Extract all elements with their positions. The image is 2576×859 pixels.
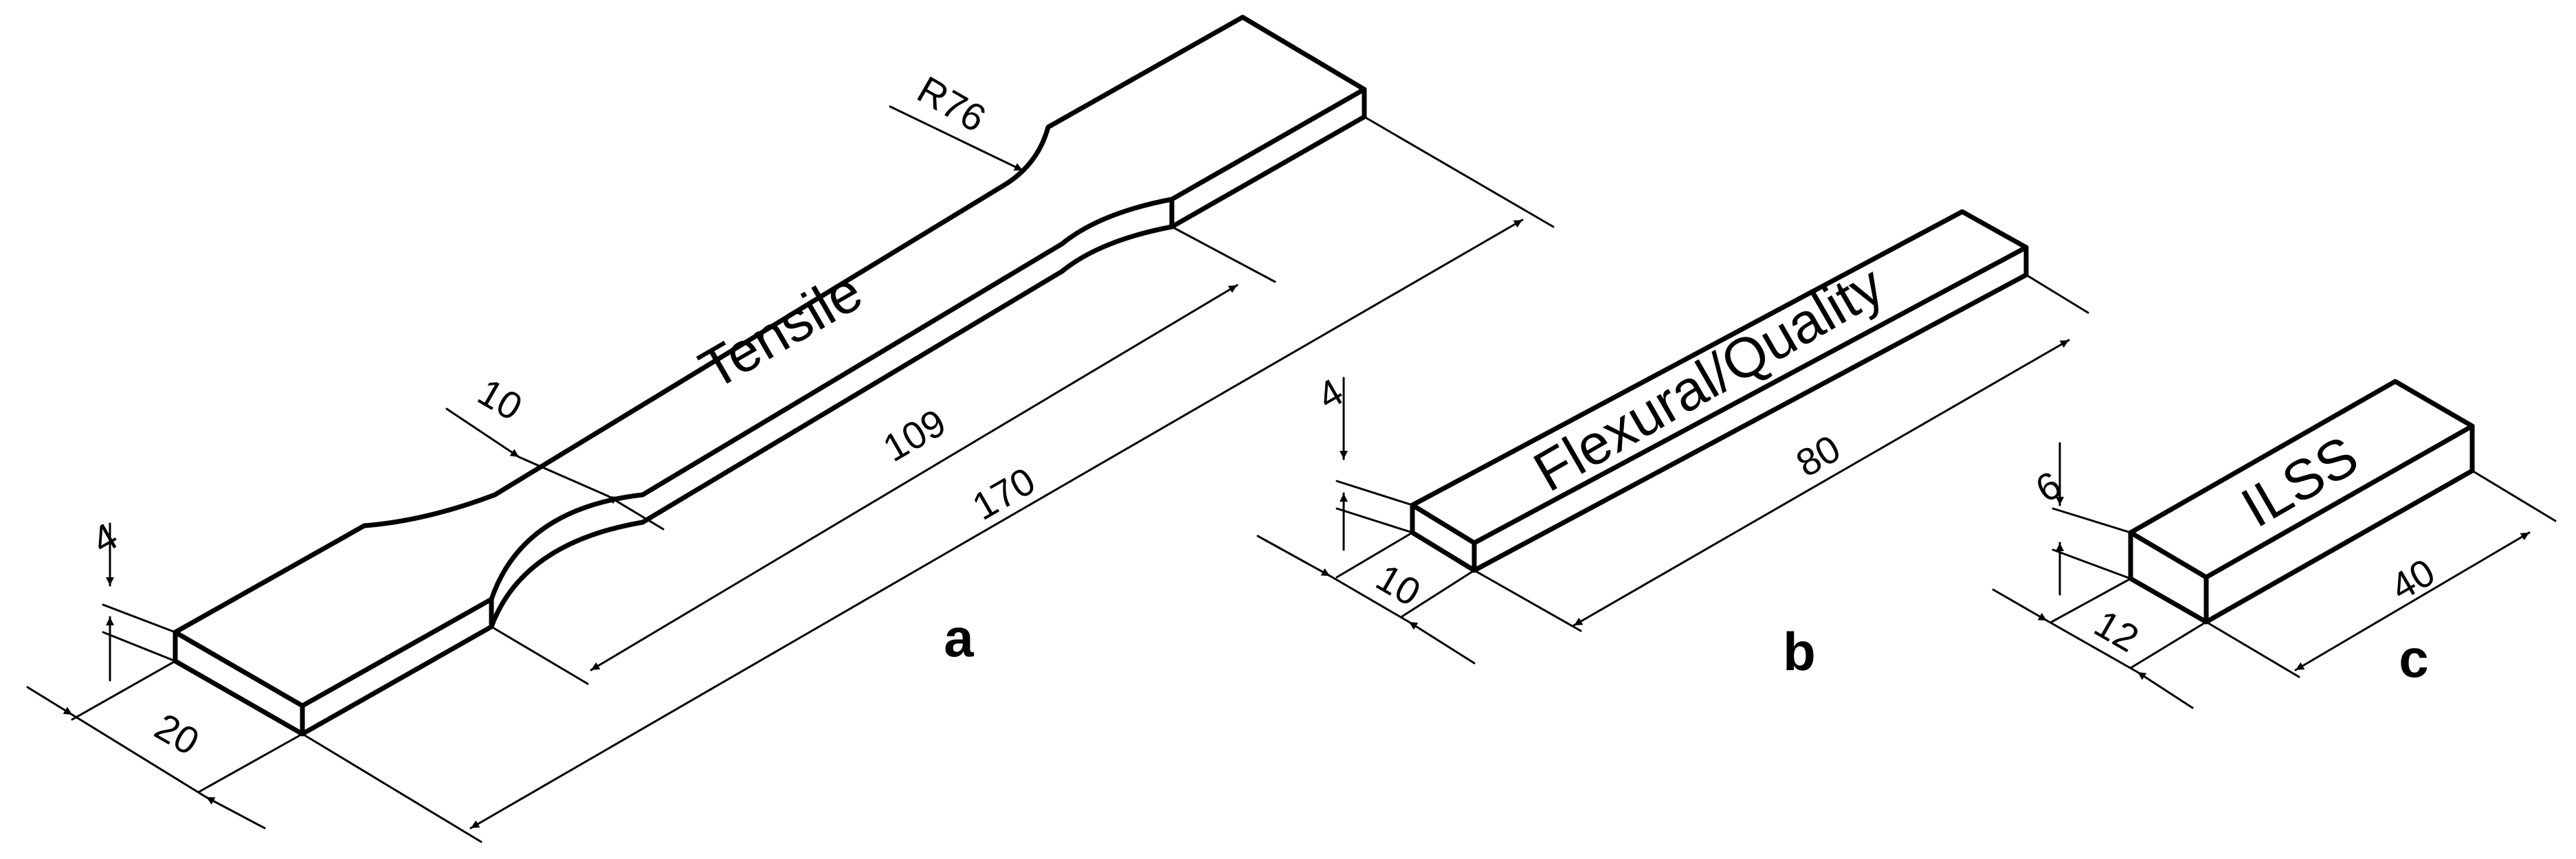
tensile-radius-label: R76 xyxy=(911,67,993,140)
ilss-thickness-label: 6 xyxy=(2028,462,2068,511)
panel-label-a: a xyxy=(944,607,974,668)
tensile-thickness-label: 4 xyxy=(85,514,124,562)
tensile-overall-length-label: 170 xyxy=(965,458,1042,528)
ilss-width-label: 12 xyxy=(2087,601,2146,660)
panel-label-b: b xyxy=(1783,621,1816,682)
panel-label-c: c xyxy=(2399,628,2428,689)
tensile-width-label: 20 xyxy=(148,704,206,763)
tensile-gauge-length-label: 109 xyxy=(876,400,953,469)
tensile-specimen: 4 20 10 109 170 R76 Tensile a xyxy=(26,14,1555,843)
ilss-specimen: 6 12 40 ILSS c xyxy=(1992,379,2557,709)
flexural-length-label: 80 xyxy=(1789,426,1847,485)
flexural-specimen: 4 10 80 Flexural/Quality b xyxy=(1256,209,2089,682)
ilss-length-label: 40 xyxy=(2384,550,2442,609)
tensile-label: Tensile xyxy=(689,260,873,401)
tensile-gauge-width-label: 10 xyxy=(471,370,529,429)
